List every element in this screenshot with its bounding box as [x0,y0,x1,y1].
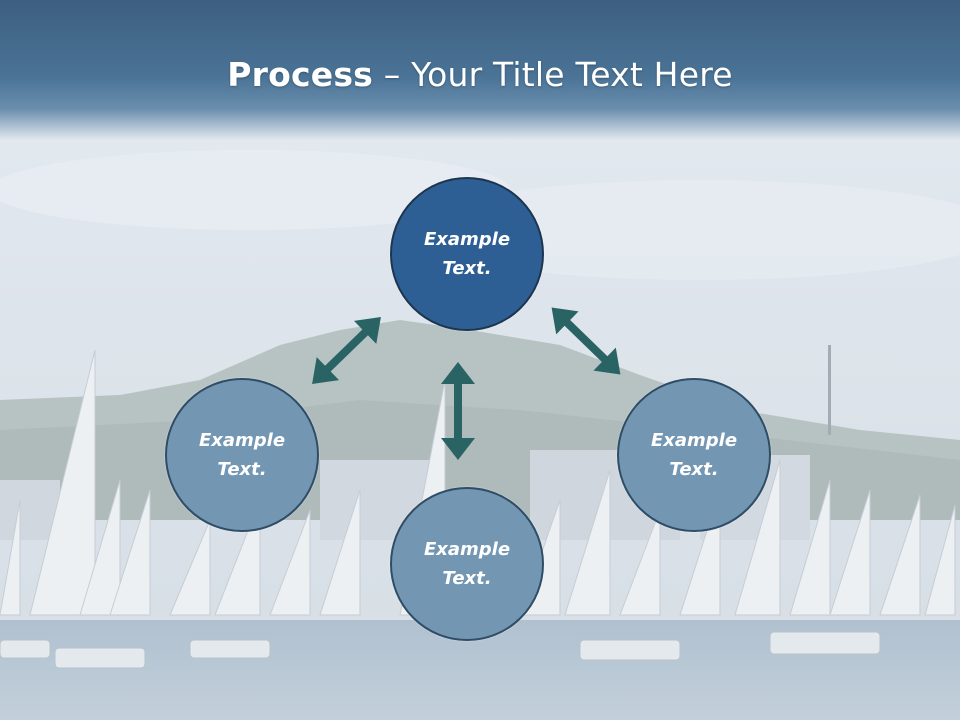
process-node-right: Example Text. [617,378,771,532]
process-node-bottom: Example Text. [390,487,544,641]
title-bold: Process [227,55,374,94]
double-arrow-left [312,317,381,384]
slide-title: Process – Your Title Text Here [0,50,960,100]
node-right-label: Example Text. [650,430,738,480]
node-left-label: Example Text. [198,430,286,480]
process-node-left: Example Text. [165,378,319,532]
title-bar [0,0,960,140]
double-arrow-vertical [441,362,475,460]
process-node-top: Example Text. [390,177,544,331]
node-top-label: Example Text. [423,229,511,279]
double-arrow-right [551,307,621,375]
title-rest: – Your Title Text Here [373,55,733,94]
node-bottom-label: Example Text. [423,539,511,589]
